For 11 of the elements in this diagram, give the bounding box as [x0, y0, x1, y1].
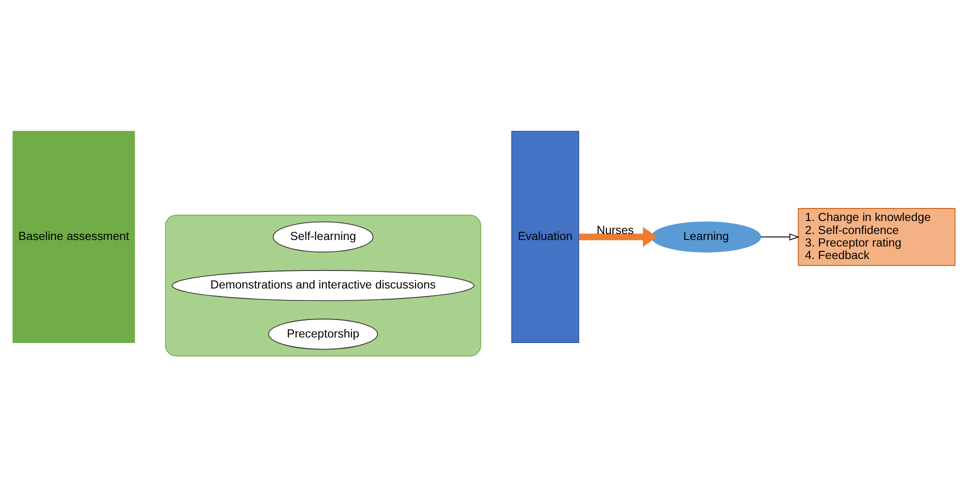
edge-label: Nurses — [596, 224, 634, 237]
arrow — [578, 226, 657, 247]
node-box: Evaluation — [510, 130, 579, 343]
node-ellipse: Learning — [650, 221, 760, 252]
node-ellipse: Self-learning — [272, 221, 373, 252]
arrow — [760, 233, 799, 240]
node-ellipse: Preceptorship — [268, 318, 378, 350]
node-ellipse: Demonstrations and interactive discussions — [171, 270, 474, 302]
node-box: Baseline assessment — [12, 130, 134, 343]
cluster — [164, 214, 481, 356]
node-box: 1. Change in knowledge 2. Self-confidence 3. Preceptor rating 4. Feedback — [797, 208, 955, 266]
